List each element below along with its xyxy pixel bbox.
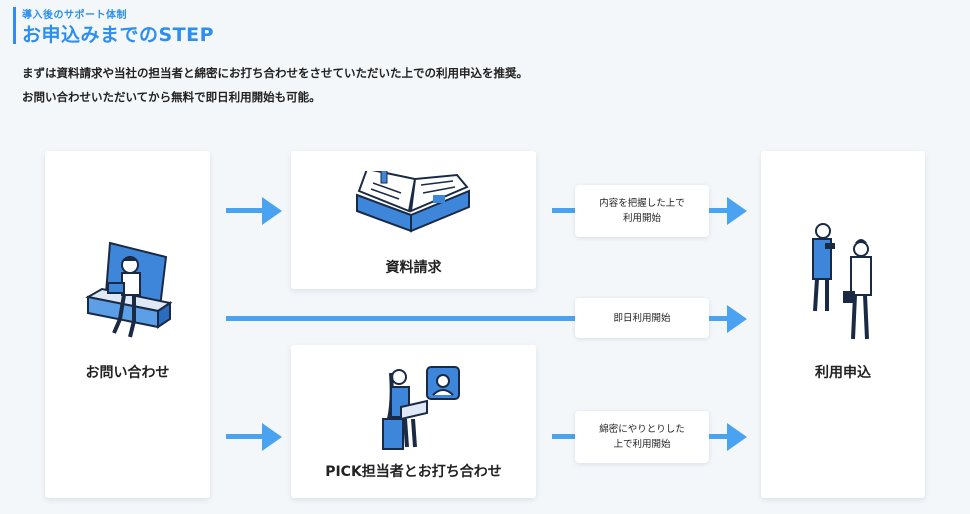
intro-text: まずは資料請求や当社の担当者と綿密にお打ち合わせをさせていただいた上での利用申込…	[22, 61, 528, 109]
open-book-icon	[356, 171, 470, 233]
path-label-meeting: 綿密にやりとりした 上で利用開始	[575, 411, 709, 463]
pill-text-line: 上で利用開始	[613, 439, 671, 450]
title-accent-bar	[13, 7, 16, 44]
step-label-apply: 利用申込	[815, 365, 871, 381]
arrow-materials-to-apply	[552, 208, 576, 213]
intro-line: まずは資料請求や当社の担当者と綿密にお打ち合わせをさせていただいた上での利用申込…	[22, 66, 528, 80]
arrow-head-icon	[262, 197, 282, 225]
path-label-direct: 即日利用開始	[575, 298, 709, 338]
person-on-bench-icon	[85, 241, 173, 338]
two-people-talking-icon	[812, 223, 872, 340]
step-card-materials: 資料請求	[291, 151, 536, 289]
step-label-pick-meeting: PICK担当者とお打ち合わせ	[325, 464, 502, 480]
step-card-inquiry: お問い合わせ	[45, 151, 210, 498]
arrow-head-icon	[262, 423, 282, 451]
arrow-meeting-to-apply-end	[709, 434, 729, 439]
pill-text-line: 利用開始	[622, 213, 661, 224]
arrow-head-icon	[727, 197, 747, 225]
pill-text-line: 綿密にやりとりした	[599, 424, 685, 435]
person-at-desk-icon	[382, 366, 460, 450]
step-card-pick-meeting: PICK担当者とお打ち合わせ	[291, 345, 536, 498]
path-label-materials: 内容を把握した上で 利用開始	[575, 185, 709, 237]
arrow-materials-to-apply-end	[709, 208, 729, 213]
step-label-materials: 資料請求	[385, 260, 442, 276]
arrow-direct-end	[709, 316, 729, 321]
arrow-direct	[226, 316, 576, 321]
arrow-meeting-to-apply	[552, 434, 576, 439]
arrow-head-icon	[727, 305, 747, 333]
step-card-apply: 利用申込	[761, 151, 925, 498]
section-eyebrow: 導入後のサポート体制	[22, 10, 127, 21]
arrow-head-icon	[727, 423, 747, 451]
step-label-inquiry: お問い合わせ	[85, 365, 170, 381]
arrow-to-materials	[226, 208, 264, 213]
pill-text-line: 内容を把握した上で	[599, 198, 685, 209]
arrow-to-meeting	[226, 434, 264, 439]
pill-text-line: 即日利用開始	[613, 312, 671, 324]
intro-line: お問い合わせいただいてから無料で即日利用開始も可能。	[22, 90, 321, 104]
page-title: お申込みまでのSTEP	[22, 24, 215, 46]
